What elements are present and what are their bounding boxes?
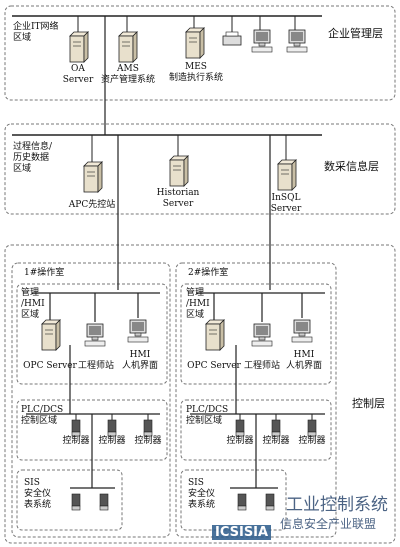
- oa-server-label: OA Server: [62, 64, 94, 85]
- watermark-line1: 工业控制系统: [286, 495, 388, 515]
- mgmt-hmi-1-box: [16, 283, 168, 385]
- opc-server-icon-1: [41, 319, 61, 351]
- insql-server-icon: [277, 159, 297, 191]
- controller-label-1b: 控制器: [98, 436, 126, 446]
- eng-station-label-1: 工程师站: [77, 361, 115, 371]
- controller-icon-1-2: [107, 419, 117, 437]
- mes-server-icon: [185, 27, 205, 59]
- zone-mgmt-hmi-1: 管理 /HMI 区域: [21, 288, 45, 320]
- layer-enterprise: 企业管理层: [328, 27, 383, 40]
- zone-sis-2: SIS 安全仪 表系统: [188, 478, 216, 510]
- apc-label: APC先控站: [68, 200, 116, 210]
- hmi-label-2: HMI 人机界面: [285, 350, 323, 371]
- mes-label: MES 制造执行系统: [168, 62, 224, 83]
- hmi-label-1: HMI 人机界面: [121, 350, 159, 371]
- hmi-icon-2: [291, 319, 313, 343]
- oa-server-icon: [69, 31, 89, 63]
- zone-plc-dcs-2: PLC/DCS 控制区域: [186, 405, 229, 426]
- controller-icon-1-3: [143, 419, 153, 437]
- zone-mgmt-hmi-2: 管理 /HMI 区域: [186, 288, 210, 320]
- printer-icon: [222, 31, 242, 46]
- enterprise-zone-box: [4, 5, 396, 101]
- zone-enterprise-it: 企业IT网络 区域: [13, 22, 59, 43]
- room1-box: [11, 262, 171, 538]
- controller-icon-1-1: [71, 419, 81, 437]
- zone-room1: 1#操作室: [24, 268, 65, 278]
- layer-data-collection: 数采信息层: [324, 160, 379, 173]
- controller-label-2a: 控制器: [226, 436, 254, 446]
- layer-control: 控制层: [352, 397, 385, 410]
- sis-controller-icon-1a: [71, 493, 81, 511]
- zone-plc-dcs-1: PLC/DCS 控制区域: [21, 405, 64, 426]
- controller-label-1c: 控制器: [134, 436, 162, 446]
- controller-label-2b: 控制器: [262, 436, 290, 446]
- sis-controller-icon-2b: [265, 493, 275, 511]
- controller-label-2c: 控制器: [298, 436, 326, 446]
- apc-server-icon: [83, 161, 103, 193]
- eng-station-icon-2: [251, 323, 273, 347]
- hmi-icon-1: [127, 319, 149, 343]
- controller-icon-2-2: [271, 419, 281, 437]
- sis-controller-icon-1b: [99, 493, 109, 511]
- data-collection-zone-box: [4, 123, 396, 215]
- ams-label: AMS 资产管理系统: [100, 64, 156, 85]
- enterprise-workstation-icon-2: [286, 29, 308, 53]
- eng-station-icon-1: [84, 323, 106, 347]
- eng-station-label-2: 工程师站: [243, 361, 281, 371]
- controller-icon-2-3: [307, 419, 317, 437]
- zone-sis-1: SIS 安全仪 表系统: [24, 478, 52, 510]
- controller-label-1a: 控制器: [62, 436, 90, 446]
- historian-label: Historian Server: [156, 188, 200, 209]
- control-zone-box: [4, 244, 396, 544]
- opc-server-label-1: OPC Server: [23, 361, 77, 371]
- opc-server-icon-2: [205, 319, 225, 351]
- zone-room2: 2#操作室: [188, 268, 229, 278]
- watermark-logo: ICSISIA: [212, 525, 272, 540]
- enterprise-workstation-icon-1: [251, 29, 273, 53]
- historian-server-icon: [169, 155, 189, 187]
- mgmt-hmi-2-box: [180, 283, 332, 385]
- controller-icon-2-1: [235, 419, 245, 437]
- ams-server-icon: [118, 31, 138, 63]
- opc-server-label-2: OPC Server: [187, 361, 241, 371]
- insql-label: InSQL Server: [270, 193, 302, 214]
- zone-process-history: 过程信息/ 历史数据 区域: [13, 142, 53, 174]
- sis-controller-icon-2a: [237, 493, 247, 511]
- sis-1-box: [16, 469, 123, 531]
- watermark-line2: 信息安全产业联盟: [280, 517, 377, 531]
